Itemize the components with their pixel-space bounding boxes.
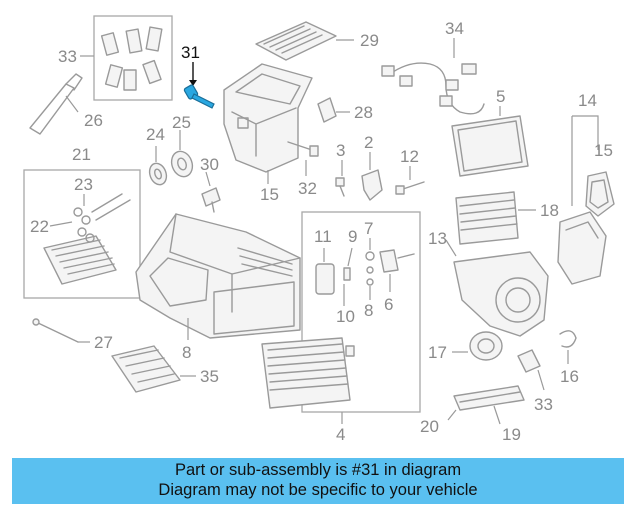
part-33-c[interactable]: [517, 349, 545, 391]
callout-33-a: 33: [58, 47, 77, 66]
part-30[interactable]: [201, 171, 221, 213]
callout-12: 12: [400, 147, 419, 166]
callout-27: 27: [94, 333, 113, 352]
part-21-box[interactable]: [23, 169, 141, 299]
callout-15: 15: [594, 141, 613, 160]
callout-26: 26: [84, 111, 103, 130]
callout-9: 9: [348, 227, 357, 246]
part-3[interactable]: [335, 160, 345, 197]
callout-34: 34: [445, 19, 464, 38]
callout-5: 5: [496, 87, 505, 106]
callout-10: 10: [336, 307, 355, 326]
callout-7: 7: [364, 219, 373, 238]
part-5-filter[interactable]: [451, 106, 529, 177]
callout-1: 8: [182, 343, 191, 362]
callout-3: 3: [336, 141, 345, 160]
part-4-box[interactable]: [261, 211, 421, 413]
callout-23: 23: [74, 175, 93, 194]
part-25[interactable]: [168, 130, 196, 180]
callout-17: 17: [428, 343, 447, 362]
part-29-filter[interactable]: [255, 21, 354, 61]
part-19-20[interactable]: [447, 385, 525, 425]
callout-33-b: 28: [354, 103, 373, 122]
part-17[interactable]: [452, 331, 503, 361]
callout-20: 20: [420, 417, 439, 436]
callout-4: 4: [336, 425, 345, 444]
part-24[interactable]: [147, 146, 170, 187]
part-2[interactable]: [361, 152, 383, 201]
part-28-housing[interactable]: [223, 63, 313, 184]
callout-33-c: 33: [534, 395, 553, 414]
callout-13: 13: [428, 229, 447, 248]
callout-6: 6: [384, 295, 393, 314]
part-1-housing[interactable]: [135, 213, 301, 340]
callout-16: 16: [560, 367, 579, 386]
callout-29: 29: [360, 31, 379, 50]
parts-diagram: 33 26 31 29 15 34: [23, 15, 615, 444]
callout-32: 32: [298, 179, 317, 198]
banner-line-2: Diagram may not be specific to your vehi…: [158, 481, 478, 499]
part-26[interactable]: [29, 73, 83, 135]
callout-18: 18: [540, 201, 559, 220]
callout-25: 25: [172, 113, 191, 132]
part-31-highlighted[interactable]: [183, 62, 215, 109]
callout-22: 22: [30, 217, 49, 236]
info-banner: Part or sub-assembly is #31 in diagram D…: [12, 458, 624, 504]
part-33-b[interactable]: [317, 97, 350, 123]
callout-21: 21: [72, 145, 91, 164]
part-16[interactable]: [559, 330, 577, 364]
callout-19: 19: [502, 425, 521, 444]
callout-2: 2: [364, 133, 373, 152]
callout-30: 30: [200, 155, 219, 174]
part-35[interactable]: [111, 345, 196, 393]
callout-14: 14: [578, 91, 597, 110]
banner-line-1: Part or sub-assembly is #31 in diagram: [174, 461, 462, 479]
callout-28: 15: [260, 185, 279, 204]
part-32[interactable]: [287, 141, 319, 176]
callout-31: 31: [181, 43, 200, 62]
part-14-15[interactable]: [571, 115, 615, 217]
part-34-harness[interactable]: [381, 38, 485, 115]
callout-8: 8: [364, 301, 373, 320]
callout-35: 35: [200, 367, 219, 386]
part-27[interactable]: [32, 318, 90, 343]
callout-24: 24: [146, 125, 165, 144]
part-33-clips[interactable]: [80, 15, 173, 101]
part-18[interactable]: [455, 191, 536, 245]
part-12[interactable]: [395, 166, 425, 195]
part-13-blower[interactable]: [445, 211, 607, 337]
callout-11: 11: [314, 227, 332, 246]
